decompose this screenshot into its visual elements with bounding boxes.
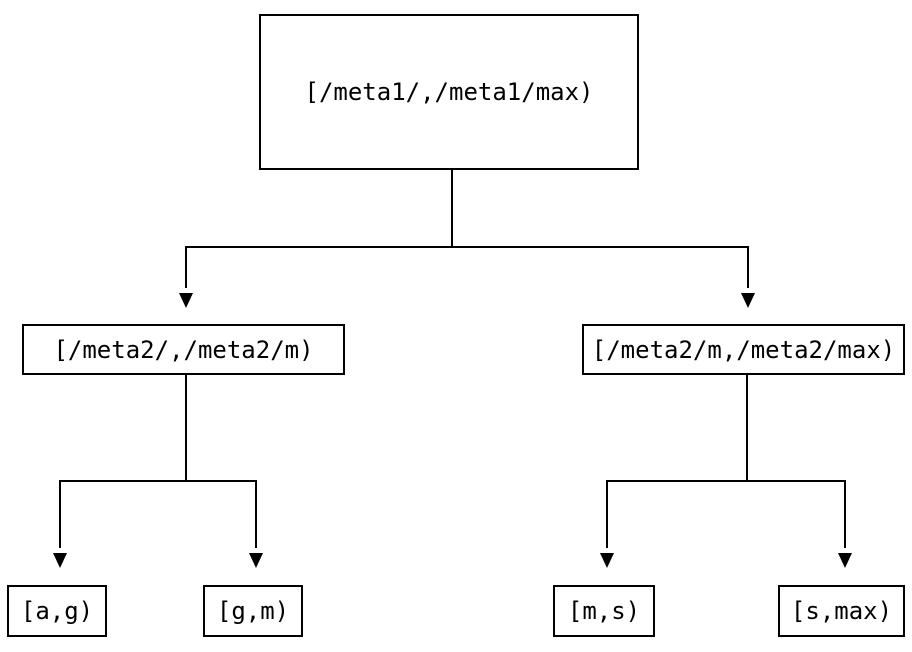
arrowhead-to-ms-node: [600, 553, 614, 568]
tree-leaf-smax: [s,max): [778, 585, 905, 637]
edge-left-children: [53, 375, 263, 568]
tree-node-meta2-upper: [/meta2/m,/meta2/max): [582, 324, 905, 375]
arrowhead-to-ag-node: [53, 553, 67, 568]
edge-root-children: [179, 170, 755, 308]
arrowhead-to-gm-node: [249, 553, 263, 568]
arrowhead-to-left-node: [179, 293, 193, 308]
tree-leaf-ag: [a,g): [7, 585, 107, 637]
tree-leaf-gm: [g,m): [203, 585, 303, 637]
tree-leaf-ms: [m,s): [553, 585, 655, 637]
tree-node-meta2-lower: [/meta2/,/meta2/m): [22, 324, 345, 375]
edge-right-children: [600, 375, 852, 568]
arrowhead-to-smax-node: [838, 553, 852, 568]
arrowhead-to-right-node: [741, 293, 755, 308]
tree-node-root: [/meta1/,/meta1/max): [259, 14, 639, 170]
